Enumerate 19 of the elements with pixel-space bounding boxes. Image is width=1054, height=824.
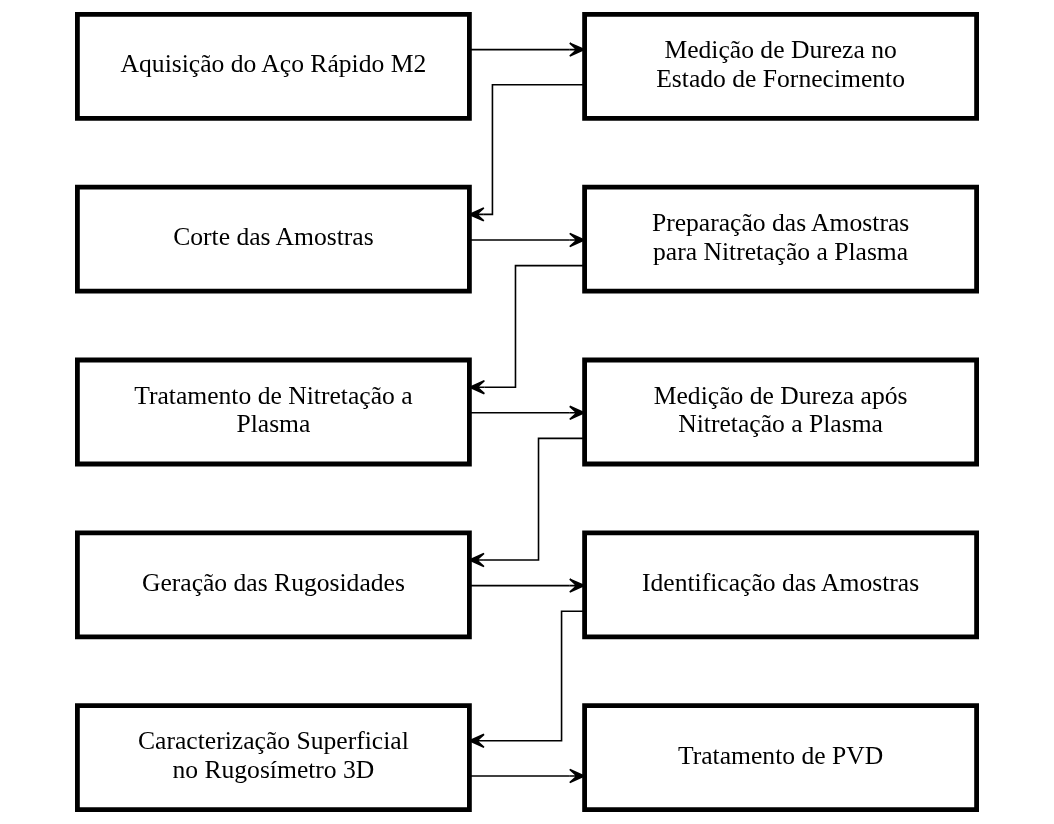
node-box: Corte das Amostras: [75, 184, 472, 294]
arrow: [468, 610, 586, 749]
node-box: Preparação das Amostras para Nitretação a Plasma: [582, 184, 979, 294]
node-box: Aquisição do Aço Rápido M2: [75, 12, 472, 121]
arrow: [469, 264, 586, 395]
arrow: [468, 578, 585, 593]
node-box: Geração das Rugosidades: [75, 530, 472, 640]
node-box: Tratamento de PVD: [582, 703, 979, 812]
node-box: Tratamento de Nitretação a Plasma: [75, 357, 472, 467]
arrow: [468, 84, 586, 222]
node-box: Medição de Dureza no Estado de Fornecimento: [582, 12, 979, 121]
arrow: [468, 405, 585, 421]
node-box: Identificação das Amostras: [582, 530, 979, 640]
arrow: [468, 437, 585, 568]
arrow: [468, 232, 585, 248]
arrow: [468, 768, 585, 784]
node-box: Medição de Dureza após Nitretação a Plasma: [582, 357, 979, 467]
node-box: Caracterização Superficial no Rugosímetro 3D: [75, 703, 472, 812]
arrow: [468, 42, 585, 57]
